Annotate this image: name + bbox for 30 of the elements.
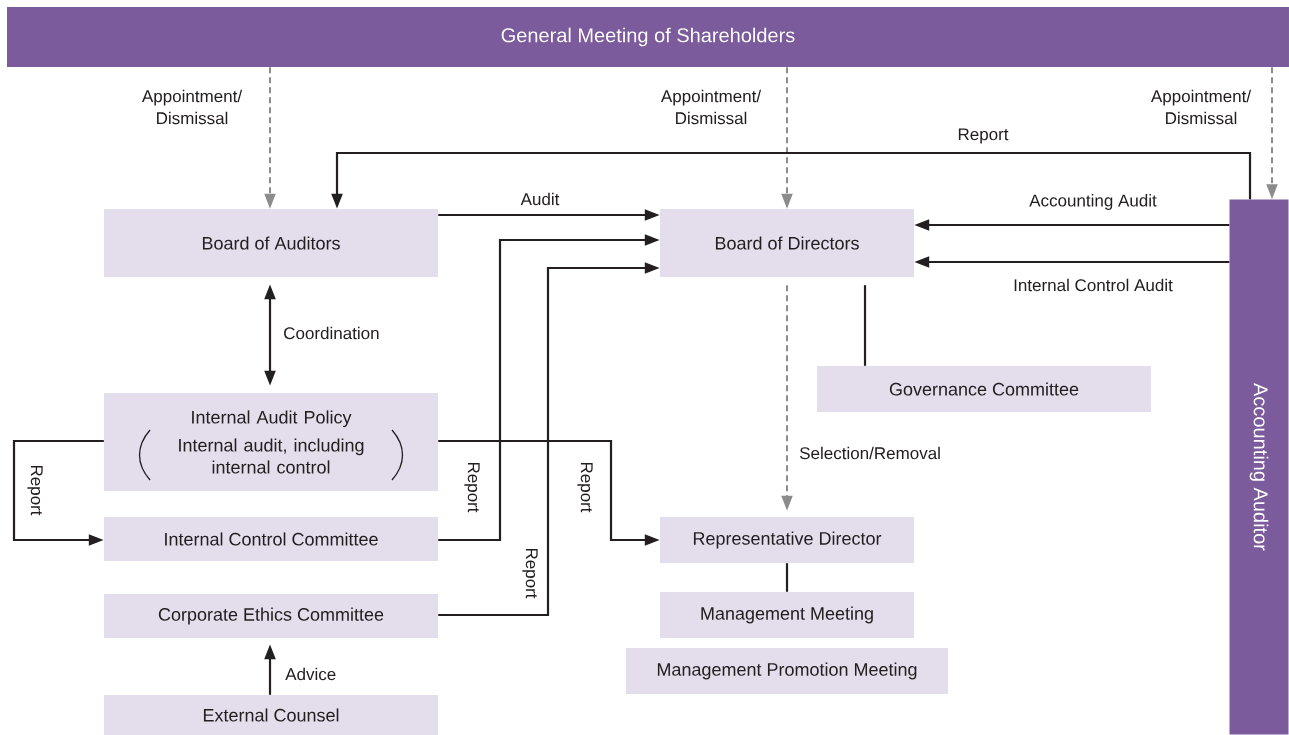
process-box: Internal Audit Policy Internal audit, including internal control — [104, 393, 438, 491]
header-band: General Meeting of Shareholders — [7, 7, 1289, 67]
edge-label: Appointment/ Dismissal — [141, 89, 243, 125]
edge-label: Report — [958, 128, 1009, 144]
process-box: Board of Directors — [660, 209, 914, 277]
edge-label: Report — [522, 548, 538, 599]
process-box: Management Meeting — [660, 592, 914, 638]
edge-label: Accounting Audit — [1029, 194, 1157, 210]
process-box: Board of Auditors — [104, 209, 438, 277]
process-box: Governance Committee — [817, 366, 1151, 412]
arrow — [12, 439, 104, 546]
edge-label: Coordination — [284, 326, 379, 340]
connector-line — [785, 563, 789, 592]
edge-label: Advice — [285, 667, 336, 681]
process-box: Representative Director — [660, 517, 914, 563]
node-text: Accounting Auditor — [1249, 383, 1269, 551]
connector-line — [863, 285, 867, 366]
edge-label: Internal Control Audit — [1014, 278, 1173, 292]
process-box: Internal Control Committee — [104, 517, 438, 561]
process-box: External Counsel — [104, 695, 438, 735]
edge-label: Report — [577, 462, 593, 513]
edge-label: Appointment/ Dismissal — [1150, 89, 1252, 125]
edge-label: Report — [27, 465, 43, 516]
process-box: Management Promotion Meeting — [626, 648, 948, 694]
process-box: Corporate Ethics Committee — [104, 594, 438, 638]
side-band — [1229, 199, 1289, 735]
edge-label: Audit — [520, 192, 560, 206]
edge-label: Appointment/ Dismissal — [660, 89, 762, 125]
edge-label: Report — [464, 462, 480, 513]
edge-label: Selection/Removal — [800, 446, 940, 460]
